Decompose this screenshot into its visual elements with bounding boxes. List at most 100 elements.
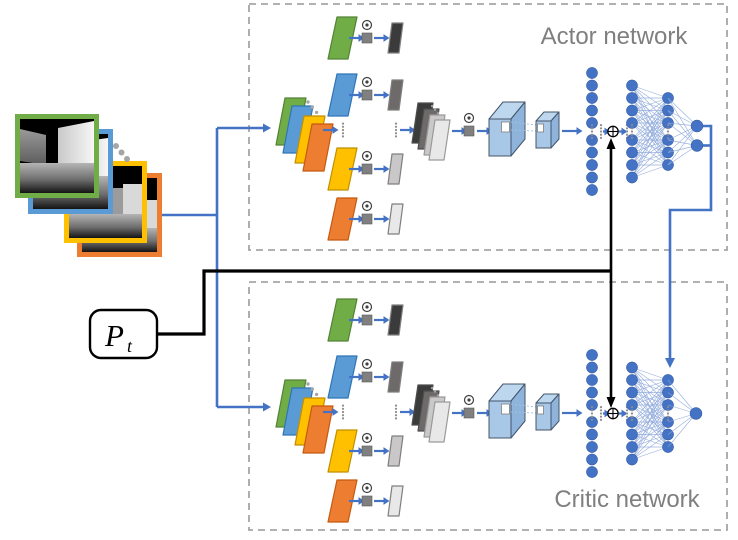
ellipsis-dots [666, 127, 670, 130]
receptive-field-link [510, 121, 537, 126]
fc-connection [631, 367, 669, 423]
ellipsis-dots [433, 108, 437, 111]
branch-weighted-map [387, 361, 404, 393]
fc-node [586, 184, 598, 196]
ellipsis-dots [341, 404, 345, 407]
fc-node [586, 171, 598, 184]
ellipsis-dots [599, 409, 603, 412]
flow-arrowhead-icon [409, 408, 416, 416]
fc-connection [631, 139, 669, 178]
ellipsis-dots [394, 122, 398, 125]
fc-node [626, 441, 638, 453]
ellipsis-dots [590, 127, 594, 130]
fc-node [586, 349, 598, 361]
flow-arrowhead-icon [621, 409, 628, 418]
ellipsis-dots [394, 132, 398, 135]
flow-arrowhead-icon [383, 165, 390, 173]
actor-output-node [690, 139, 704, 152]
fc-connection [631, 421, 669, 460]
fc-node [626, 361, 638, 374]
fc-connection [631, 404, 669, 460]
multiply-icon [365, 305, 369, 309]
fc-connection [631, 110, 669, 178]
fc-connection [631, 379, 669, 423]
ellipsis-dots [590, 133, 594, 136]
fc-connection [667, 413, 697, 448]
fc-connection [631, 379, 669, 435]
depth-frame-green [15, 114, 99, 198]
multiply-icon [365, 23, 369, 27]
fc-connection [631, 85, 669, 99]
pose-wire [157, 269, 611, 336]
ellipsis-dots [341, 414, 345, 417]
flow-arrowhead-icon [358, 34, 365, 42]
fc-node [626, 416, 638, 428]
ellipsis-dots [666, 130, 670, 133]
actor-output-node [690, 119, 704, 133]
pose-symbol: P [104, 318, 124, 353]
ellipsis-dots [394, 407, 398, 410]
critic-network-label: Critic network [554, 486, 700, 513]
fc-node [586, 416, 598, 428]
branch-weighted-map [387, 485, 404, 517]
input-wire [162, 128, 219, 407]
fc-node [626, 104, 638, 117]
ellipsis-dots [630, 124, 634, 127]
ellipsis-dots [341, 135, 345, 138]
multiply-icon [365, 154, 369, 158]
ellipsis-dots [590, 415, 594, 418]
branch-weighted-map [387, 304, 404, 336]
weight-mask [361, 495, 373, 507]
ellipsis-dots [599, 412, 603, 415]
ellipsis-dots [590, 130, 594, 133]
ellipsis-dots [590, 412, 594, 415]
flow-arrowhead-icon [358, 447, 365, 455]
fc-node [586, 428, 598, 441]
fc-node [626, 159, 638, 171]
fc-node [626, 428, 638, 441]
ellipsis-dots [599, 124, 603, 127]
branch-feature-map [327, 479, 358, 523]
multiply-icon [365, 80, 369, 84]
ellipsis-dots [630, 415, 634, 418]
ellipsis-dots [599, 130, 603, 133]
branch-weighted-map [387, 435, 404, 467]
fc-node [586, 92, 598, 104]
critic-network-contents [275, 298, 703, 523]
fc-connection [631, 421, 669, 448]
flow-arrowhead-icon [576, 409, 583, 417]
ellipsis-dots [630, 412, 634, 415]
weight-mask [463, 407, 475, 419]
ellipsis-dots [625, 127, 629, 130]
fc-node [626, 92, 638, 104]
branch-feature-map [327, 16, 358, 60]
ellipsis-dots [630, 127, 634, 130]
fc-node [586, 374, 598, 386]
receptive-window [537, 405, 544, 415]
flow-arrowhead-icon [576, 127, 583, 135]
fc-node [586, 399, 598, 411]
fc-node [626, 134, 638, 146]
fc-node [586, 453, 598, 466]
ellipsis-dots [341, 125, 345, 128]
fc-node [586, 79, 598, 92]
ellipsis-dots [394, 404, 398, 407]
pose-subscript: t [127, 336, 133, 356]
fc-node [586, 134, 598, 146]
receptive-field-link [510, 403, 537, 408]
fc-connection [631, 164, 669, 178]
weight-mask [361, 163, 373, 175]
weight-mask [361, 445, 373, 457]
fc-connection [631, 85, 669, 141]
ellipsis-dots [666, 136, 670, 139]
ellipsis-dots [341, 410, 345, 414]
fc-node [586, 104, 598, 117]
fc-node [626, 79, 638, 92]
fc-connection [631, 446, 669, 460]
flow-arrowhead-icon [358, 316, 365, 324]
multiply-icon [365, 362, 369, 366]
fc-connection [631, 379, 669, 393]
ellipsis-dots [341, 122, 345, 125]
